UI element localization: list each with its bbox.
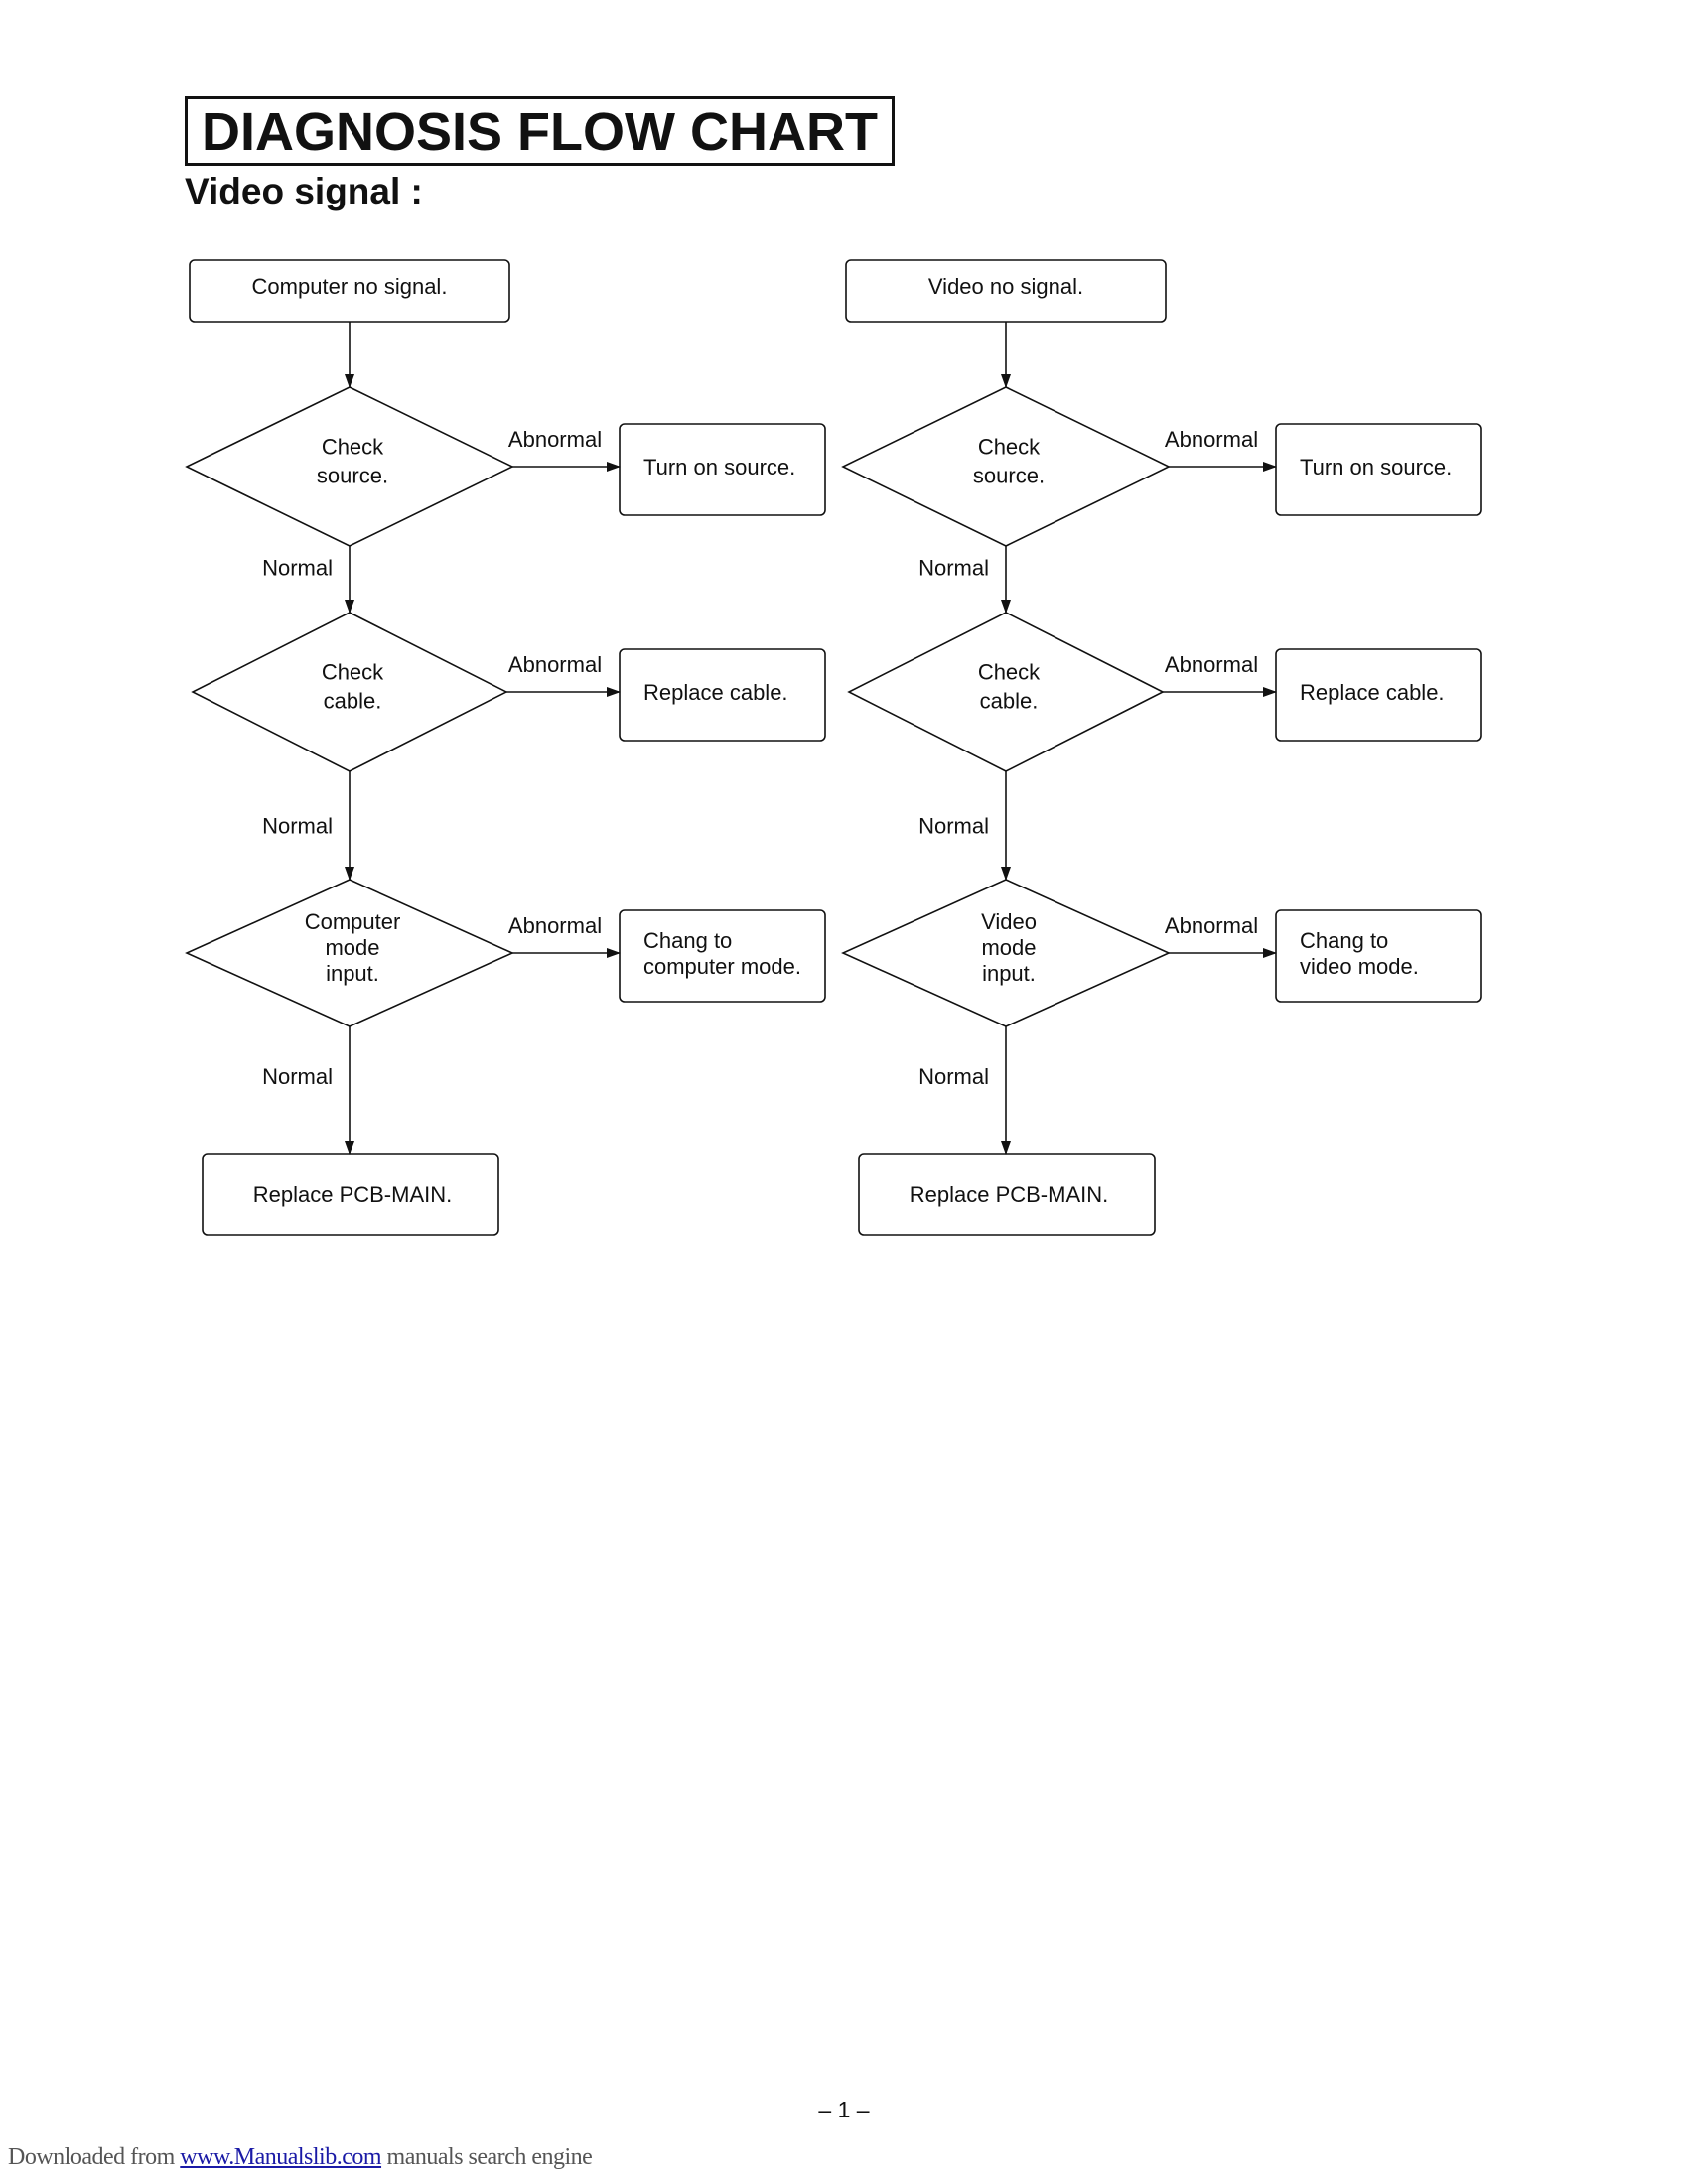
abnormal-label: Abnormal xyxy=(1165,913,1258,938)
footer-prefix: Downloaded from xyxy=(8,2144,181,2170)
normal-label: Normal xyxy=(262,1064,333,1089)
action-label-line: video mode. xyxy=(1300,954,1419,979)
action-box xyxy=(1275,423,1482,516)
normal-label: Normal xyxy=(262,814,333,839)
decision-label-line: source. xyxy=(317,464,388,488)
action-label-line: computer mode. xyxy=(643,954,801,979)
abnormal-label: Abnormal xyxy=(1165,652,1258,677)
normal-label: Normal xyxy=(918,1064,989,1089)
abnormal-label: Abnormal xyxy=(1165,427,1258,452)
normal-label: Normal xyxy=(918,556,989,581)
decision-label-line: input. xyxy=(982,961,1036,986)
action-box xyxy=(619,909,826,1003)
normal-label: Normal xyxy=(918,814,989,839)
decision-label-line: input. xyxy=(326,961,379,986)
footer-suffix: manuals search engine xyxy=(381,2144,593,2170)
action-label-line: Replace cable. xyxy=(643,680,788,705)
decision-label-line: Check xyxy=(322,435,384,460)
normal-label: Normal xyxy=(262,556,333,581)
action-box xyxy=(619,648,826,742)
decision-label-line: mode xyxy=(325,935,379,960)
action-label-line: Replace cable. xyxy=(1300,680,1445,705)
abnormal-label: Abnormal xyxy=(508,652,602,677)
end-box xyxy=(858,1153,1156,1236)
action-label-line: Chang to xyxy=(1300,928,1388,953)
page-number: – 1 – xyxy=(818,2097,870,2122)
action-box xyxy=(1275,909,1482,1003)
decision-label-line: cable. xyxy=(980,689,1039,714)
end-label: Replace PCB-MAIN. xyxy=(253,1182,453,1207)
end-label: Replace PCB-MAIN. xyxy=(910,1182,1109,1207)
start-label: Computer no signal. xyxy=(252,274,448,299)
page-title: DIAGNOSIS FLOW CHART xyxy=(185,96,895,166)
decision-label-line: Video xyxy=(981,909,1037,934)
end-box xyxy=(202,1153,499,1236)
action-box xyxy=(1275,648,1482,742)
action-label-line: Turn on source. xyxy=(643,455,795,479)
abnormal-label: Abnormal xyxy=(508,913,602,938)
decision-label-line: Check xyxy=(322,660,384,685)
download-footer: Downloaded from www.Manualslib.com manua… xyxy=(8,2144,593,2171)
decision-label-line: Check xyxy=(978,435,1041,460)
decision-label-line: Check xyxy=(978,660,1041,685)
decision-label-line: mode xyxy=(981,935,1036,960)
action-label-line: Chang to xyxy=(643,928,732,953)
abnormal-label: Abnormal xyxy=(508,427,602,452)
decision-label-line: cable. xyxy=(324,689,382,714)
action-box xyxy=(619,423,826,516)
action-label-line: Turn on source. xyxy=(1300,455,1452,479)
section-subtitle: Video signal : xyxy=(185,171,423,211)
decision-label-line: Computer xyxy=(305,909,401,934)
manualslib-link[interactable]: www.Manualslib.com xyxy=(180,2144,382,2170)
decision-label-line: source. xyxy=(973,464,1045,488)
start-label: Video no signal. xyxy=(928,274,1083,299)
